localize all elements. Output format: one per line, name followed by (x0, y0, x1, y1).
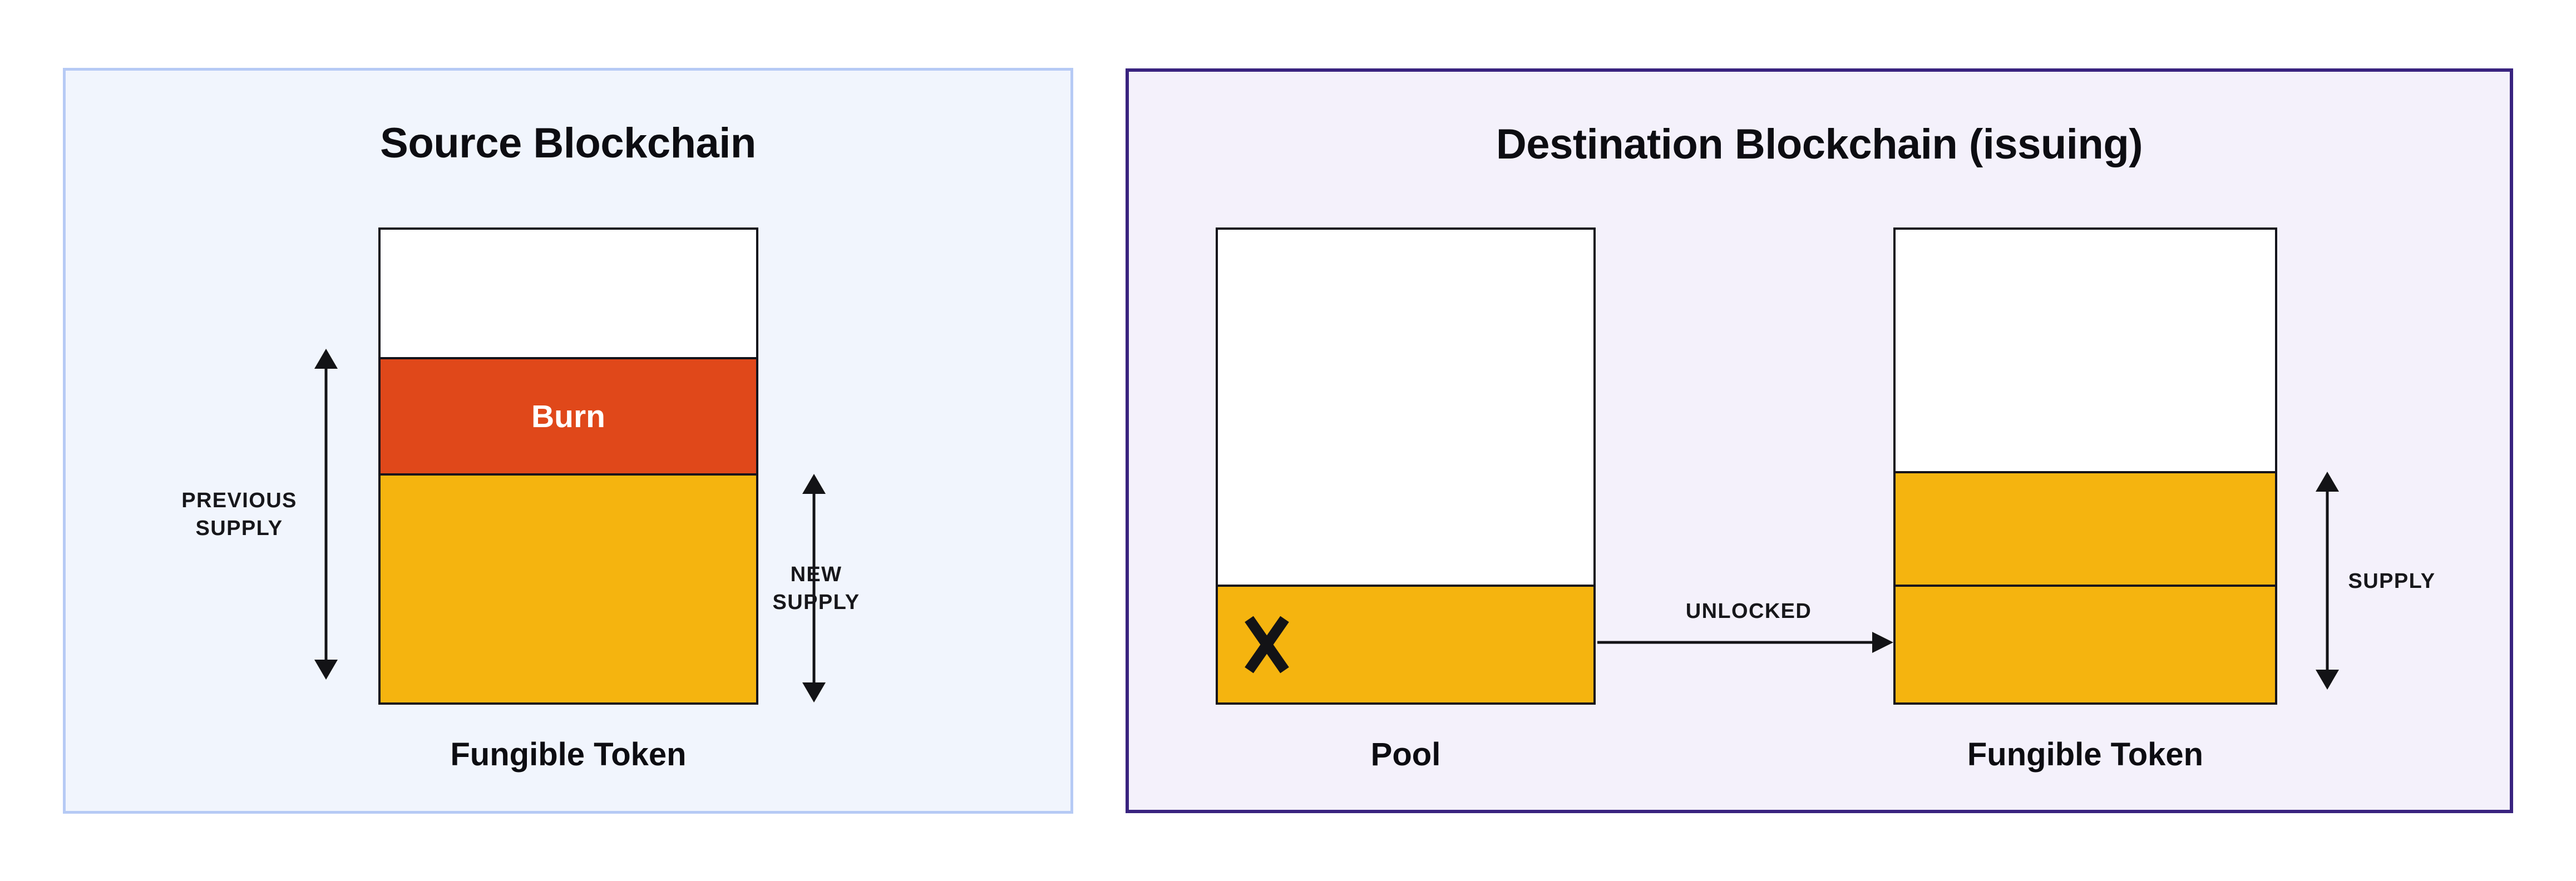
destination-bar-caption: Fungible Token (1967, 736, 2204, 773)
destination-blockchain-panel: Destination Blockchain (issuing) Pool UN… (1126, 68, 2513, 813)
arrow-head-up (314, 349, 338, 369)
destination-token-bar (1893, 227, 2277, 705)
source-bar-burn-section: Burn (381, 357, 756, 474)
arrow-head-down (314, 660, 338, 680)
unlocked-arrow (1597, 632, 1893, 653)
source-bar-unfilled-section (381, 230, 756, 358)
pool-locked-section (1218, 584, 1593, 702)
supply-arrow (2316, 472, 2339, 690)
supply-label: SUPPLY (2348, 570, 2436, 593)
arrow-head-right (1872, 632, 1893, 653)
source-bar-caption: Fungible Token (450, 736, 687, 773)
new-supply-label-line1: NEW (790, 563, 842, 586)
source-panel-title: Source Blockchain (380, 120, 756, 167)
dest-bar-minted-section (1896, 471, 2275, 585)
previous-supply-label: PREVIOUS SUPPLY (172, 487, 306, 542)
burn-label: Burn (531, 398, 605, 434)
source-blockchain-panel: Source Blockchain PREVIOUS SUPPLY Burn (63, 68, 1073, 814)
arrow-head-down (802, 682, 826, 702)
destination-panel-title: Destination Blockchain (issuing) (1496, 121, 2143, 168)
unlocked-label: UNLOCKED (1685, 600, 1812, 623)
arrow-head-up (2316, 472, 2339, 492)
arrow-head-down (2316, 670, 2339, 690)
pool-bar (1216, 227, 1596, 705)
dest-bar-unlocked-section (1896, 585, 2275, 702)
pool-unfilled-section (1218, 230, 1593, 585)
previous-supply-label-line2: SUPPLY (195, 517, 283, 540)
previous-supply-label-line1: PREVIOUS (181, 489, 297, 512)
pool-bar-caption: Pool (1370, 736, 1441, 773)
arrow-head-up (802, 474, 826, 494)
new-supply-label-line2: SUPPLY (772, 591, 860, 614)
dest-bar-unfilled-section (1896, 230, 2275, 472)
new-supply-label: NEW SUPPLY (744, 561, 889, 616)
source-token-bar: Burn (378, 227, 758, 705)
source-bar-supply-section (381, 473, 756, 702)
x-mark-icon (1245, 616, 1289, 674)
previous-supply-arrow (314, 349, 338, 680)
x-stroke-2 (1245, 616, 1289, 674)
new-supply-arrow (802, 474, 826, 702)
